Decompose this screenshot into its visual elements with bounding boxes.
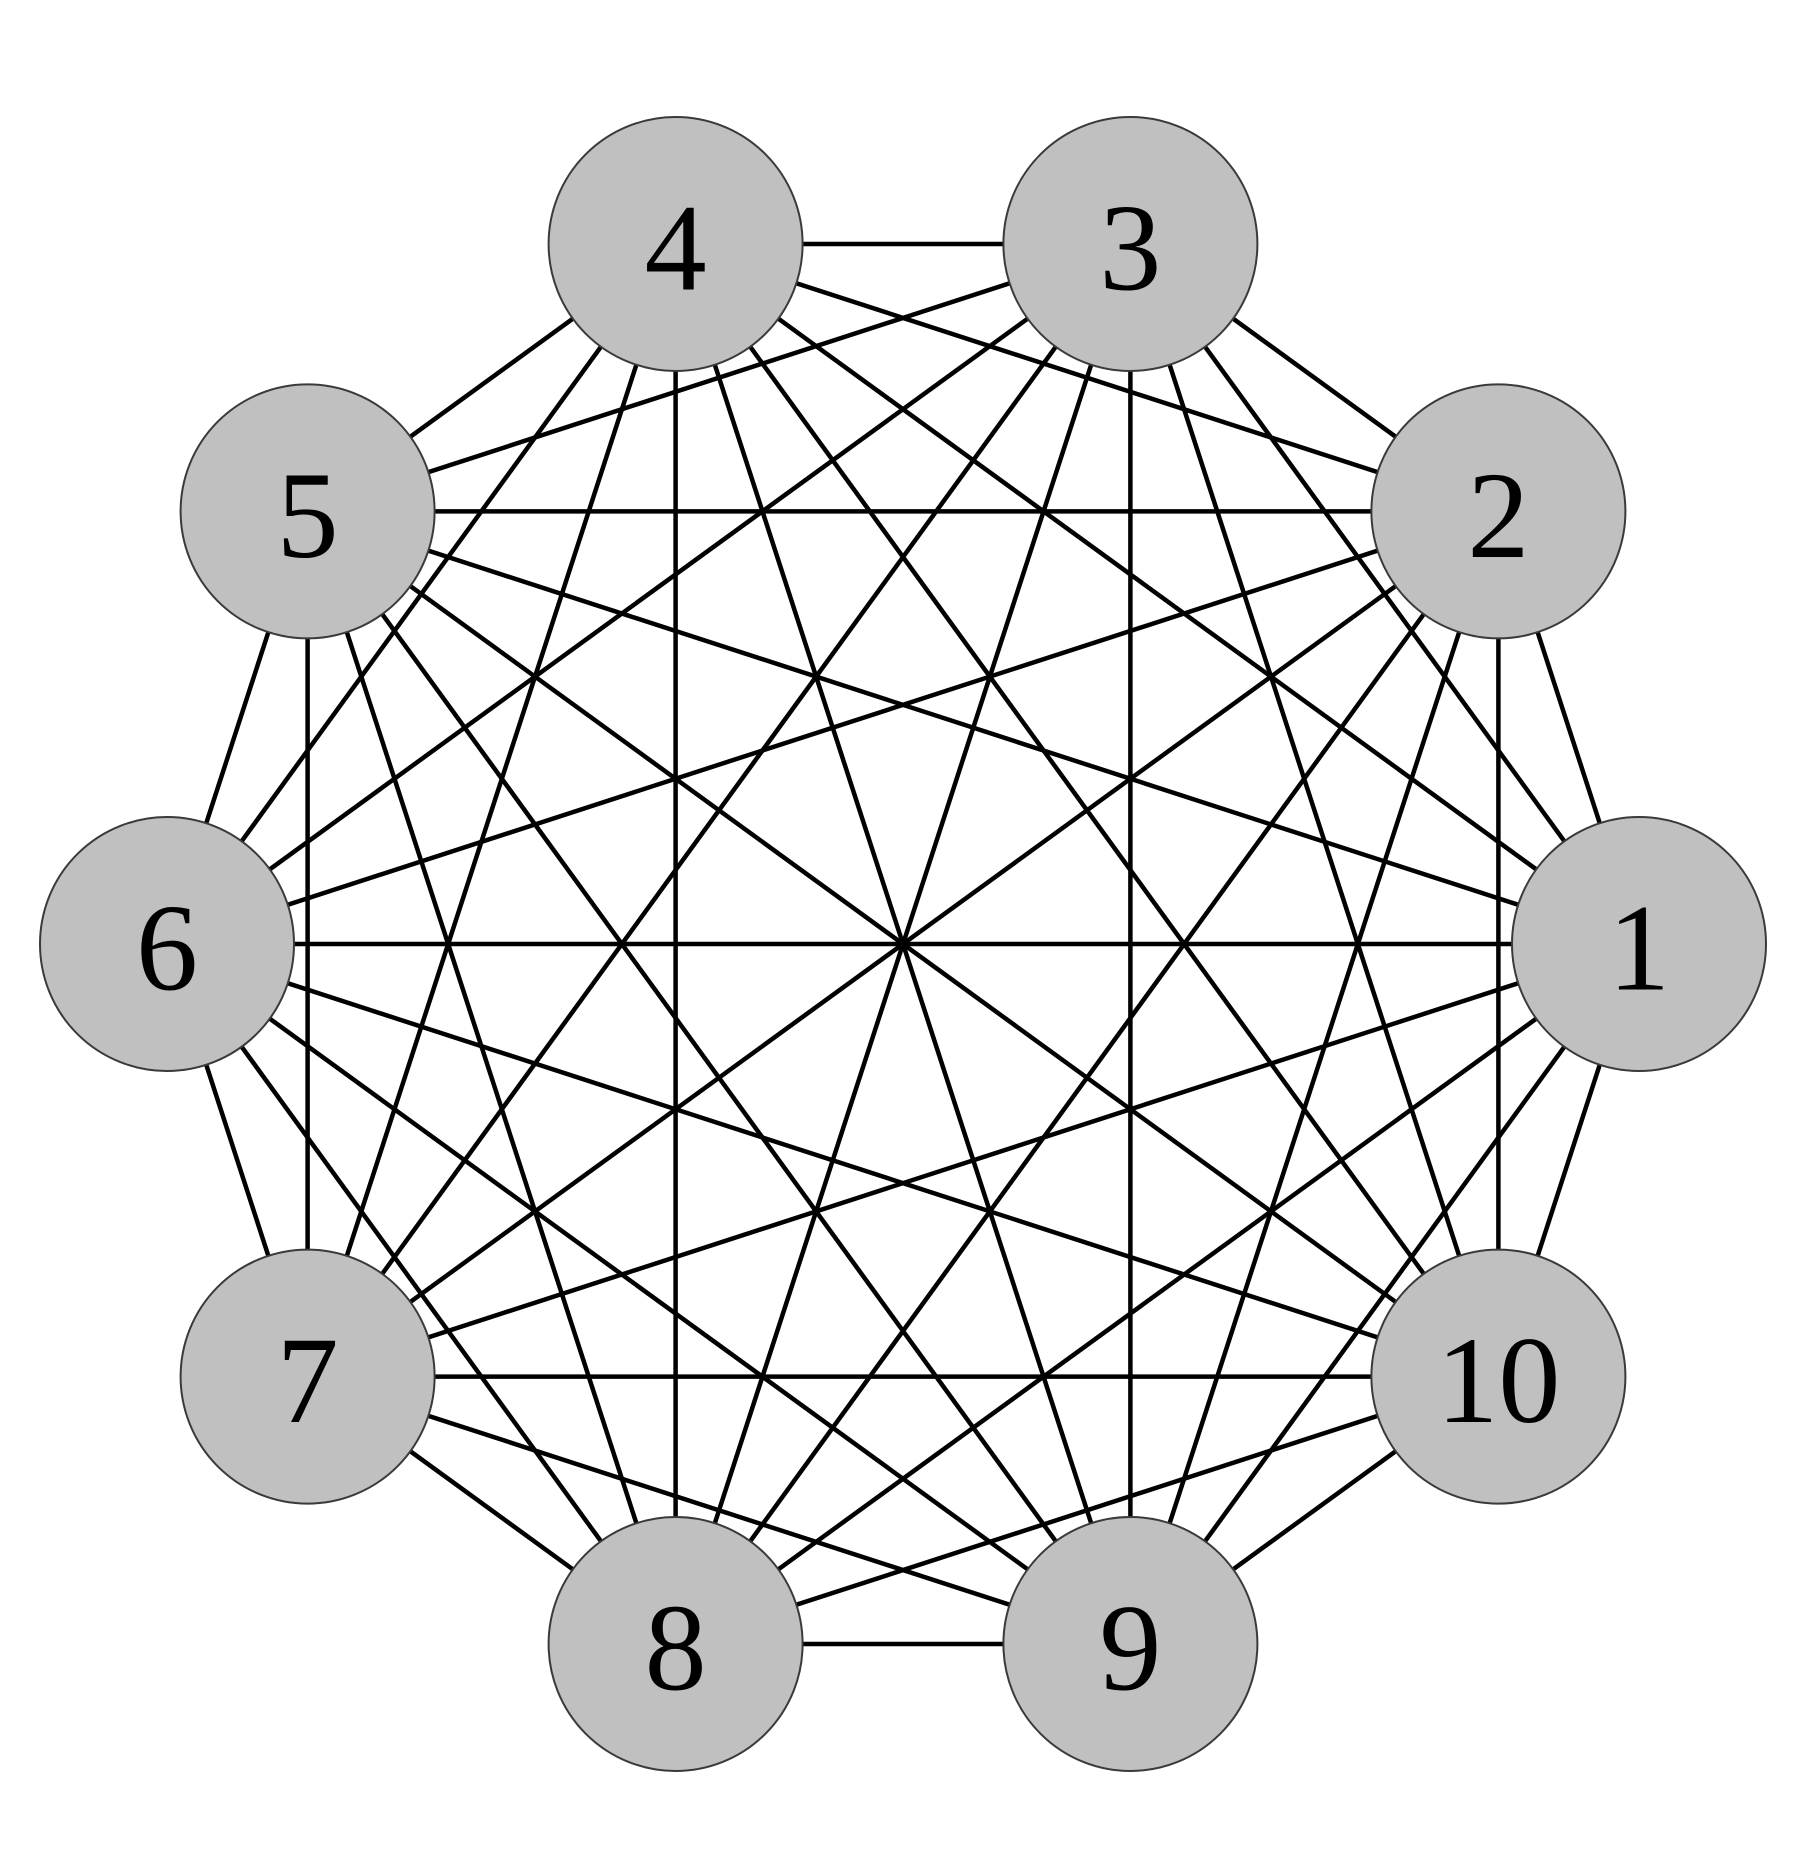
node-circle [1002,116,1259,372]
node-label: 3 [1099,180,1161,317]
edge-4-7 [305,243,678,1378]
edge-6-10 [166,941,1500,1379]
node-label: 8 [645,1580,707,1717]
edge-5-8 [305,510,678,1645]
nodes-layer: 1 2 3 4 5 6 7 8 9 10 [39,116,1767,1772]
node-7: 7 [179,1248,436,1505]
node-circle [547,116,804,372]
edge-8-10 [674,1374,1500,1647]
edge-1-4 [674,242,1641,946]
edges-layer [164,241,1642,1647]
node-circle [1511,816,1767,1072]
edge-3-6 [165,242,1132,946]
node-10: 10 [1370,1248,1627,1505]
node-label: 6 [136,880,198,1017]
edge-7-9 [306,1374,1132,1647]
node-circle [39,816,295,1072]
edge-5-9 [305,510,1133,1646]
node-label: 5 [277,447,339,584]
node-circle [547,1516,804,1772]
node-5: 5 [179,383,436,640]
node-label: 2 [1467,447,1529,584]
edge-4-10 [673,242,1501,1378]
node-circle [1370,383,1627,640]
node-label: 7 [277,1312,339,1449]
edge-5-10 [306,509,1500,1379]
node-circle [1370,1248,1627,1505]
node-3: 3 [1002,116,1259,372]
edge-3-10 [1128,243,1501,1378]
node-1: 1 [1511,816,1767,1072]
node-9: 9 [1002,1516,1259,1772]
node-circle [1002,1516,1259,1772]
edge-6-8 [165,942,678,1646]
node-4: 4 [547,116,804,372]
edge-6-9 [165,942,1132,1646]
node-label: 9 [1099,1580,1161,1717]
node-6: 6 [39,816,295,1072]
node-label: 4 [645,180,707,317]
node-2: 2 [1370,383,1627,640]
node-circle [179,1248,436,1505]
node-circle [179,383,436,640]
node-label: 10 [1436,1312,1560,1449]
node-label: 1 [1608,880,1670,1017]
edge-1-8 [674,942,1641,1646]
edge-2-9 [1128,510,1501,1645]
node-8: 8 [547,1516,804,1772]
